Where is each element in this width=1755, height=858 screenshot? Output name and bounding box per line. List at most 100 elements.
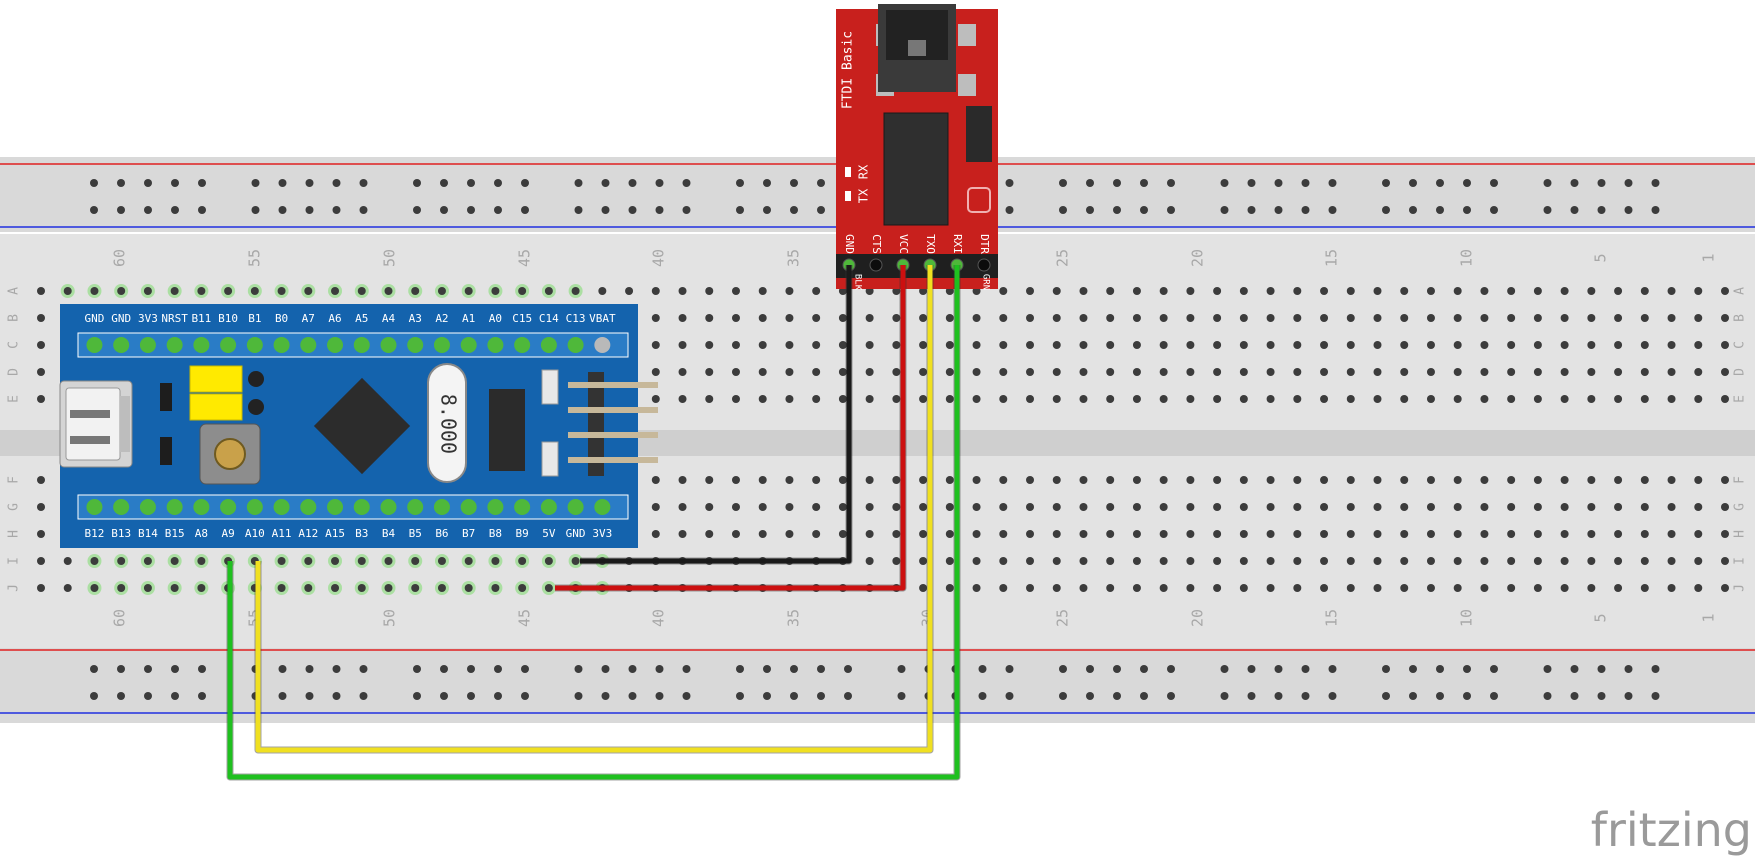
txo-wire[interactable] xyxy=(255,265,933,753)
breadboard-hole xyxy=(812,287,821,295)
rail-hole xyxy=(1167,179,1175,187)
breadboard-hole xyxy=(1453,476,1462,484)
rail-hole xyxy=(1301,665,1310,673)
column-number: 45 xyxy=(516,609,534,627)
breadboard-hole xyxy=(1614,503,1623,511)
breadboard-hole xyxy=(1400,557,1409,565)
breadboard-hole xyxy=(1293,557,1302,565)
breadboard-hole xyxy=(1587,395,1596,403)
breadboard-hole xyxy=(1052,287,1061,295)
stm32-top-pin xyxy=(514,337,531,353)
breadboard-hole xyxy=(838,503,847,511)
vcc-wire[interactable] xyxy=(555,265,906,591)
breadboard-hole xyxy=(651,476,660,484)
breadboard-hole xyxy=(411,287,420,295)
rail-hole xyxy=(817,206,825,214)
rail-hole xyxy=(1570,692,1579,700)
rail-hole xyxy=(897,665,906,673)
rail-hole xyxy=(1274,665,1283,673)
breadboard-hole xyxy=(1132,314,1141,322)
breadboard-hole xyxy=(464,287,473,295)
breadboard-hole xyxy=(1507,476,1516,484)
stm32-bottom-pin xyxy=(460,499,477,515)
breadboard-hole xyxy=(1400,314,1409,322)
breadboard-hole xyxy=(37,368,45,376)
gnd-wire[interactable] xyxy=(580,265,852,564)
breadboard-hole xyxy=(1373,476,1382,484)
rail-hole xyxy=(1059,206,1067,214)
rail-hole xyxy=(359,692,368,700)
column-numbers: 6060555550504545404035353030252520201515… xyxy=(111,249,1718,627)
rail-hole xyxy=(117,692,125,700)
breadboard-hole xyxy=(90,557,99,565)
rail-hole xyxy=(1651,179,1660,187)
breadboard-hole xyxy=(758,341,767,349)
breadboard-hole xyxy=(892,503,901,511)
breadboard-hole xyxy=(170,584,179,592)
breadboard-hole xyxy=(37,314,45,322)
breadboard-hole xyxy=(945,368,954,376)
rail-hole xyxy=(1597,665,1606,673)
rail-hole xyxy=(1005,692,1014,700)
rail-hole xyxy=(332,206,341,214)
breadboard-hole xyxy=(1346,314,1355,322)
breadboard-hole xyxy=(37,584,45,592)
breadboard-hole xyxy=(1426,287,1435,295)
breadboard-hole xyxy=(1266,476,1275,484)
breadboard-hole xyxy=(945,584,954,592)
breadboard-hole xyxy=(705,503,714,511)
wires xyxy=(226,265,961,781)
column-number: 25 xyxy=(1054,609,1072,627)
breadboard-hole xyxy=(384,287,393,295)
breadboard-hole xyxy=(1266,368,1275,376)
breadboard-hole xyxy=(63,287,72,295)
rxi-wire[interactable] xyxy=(227,265,960,780)
breadboard-hole xyxy=(1694,503,1703,511)
breadboard-hole xyxy=(865,341,874,349)
breadboard-hole xyxy=(1373,557,1382,565)
breadboard-hole xyxy=(1426,395,1435,403)
stm32-bottom-pin-label: A15 xyxy=(325,527,345,540)
rail-hole xyxy=(1543,665,1552,673)
boot-jumpers xyxy=(189,365,264,421)
breadboard-hole xyxy=(63,557,72,565)
rail-hole xyxy=(251,179,260,187)
ftdi-header-strip xyxy=(836,254,998,278)
breadboard-hole xyxy=(705,476,714,484)
rail-hole xyxy=(1328,179,1337,187)
breadboard-hole xyxy=(785,287,794,295)
rail-hole xyxy=(305,692,314,700)
breadboard-hole xyxy=(1400,584,1409,592)
stm32-bottom-pin xyxy=(514,499,531,515)
stm32-top-pin xyxy=(193,337,210,353)
breadboard-hole xyxy=(277,584,286,592)
breadboard-hole xyxy=(1507,341,1516,349)
breadboard-hole xyxy=(678,476,687,484)
breadboard-hole xyxy=(1026,557,1035,565)
column-number: 55 xyxy=(246,249,264,267)
rail-hole xyxy=(413,179,421,187)
rail-hole xyxy=(332,692,341,700)
breadboard-hole xyxy=(1159,341,1168,349)
breadboard-hole xyxy=(1587,557,1596,565)
breadboard-hole xyxy=(1239,368,1248,376)
breadboard-hole xyxy=(999,503,1008,511)
breadboard-hole xyxy=(651,287,660,295)
rail-hole xyxy=(1247,179,1256,187)
breadboard-hole xyxy=(464,557,473,565)
breadboard-hole xyxy=(1106,368,1115,376)
breadboard-hole xyxy=(331,584,340,592)
breadboard-hole xyxy=(1721,503,1729,511)
breadboard-hole xyxy=(1667,584,1676,592)
breadboard-hole xyxy=(1721,287,1729,295)
breadboard-hole xyxy=(651,341,660,349)
breadboard-hole xyxy=(758,368,767,376)
breadboard-hole xyxy=(143,584,152,592)
breadboard-hole xyxy=(1293,287,1302,295)
stm32-top-pin xyxy=(594,337,611,353)
rail-hole xyxy=(1086,179,1094,187)
